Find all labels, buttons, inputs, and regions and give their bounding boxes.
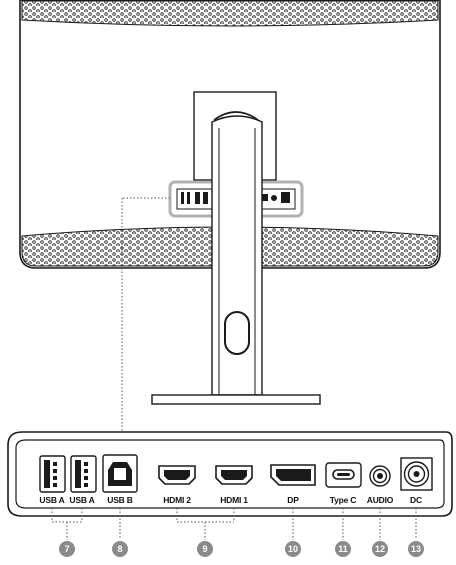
stand-base: [151, 394, 321, 405]
callout-12: 12: [372, 541, 388, 557]
svg-text:10: 10: [288, 544, 298, 554]
hdmi-1-port: [215, 465, 253, 485]
displayport-port: [270, 464, 316, 486]
label-usb-a-2: USB A: [69, 495, 94, 505]
callout-8: 8: [112, 541, 128, 557]
zoom-leader: [121, 197, 170, 435]
svg-text:13: 13: [411, 544, 421, 554]
label-hdmi-2: HDMI 2: [163, 495, 191, 505]
monitor-stand: [151, 115, 321, 405]
callout-10: 10: [285, 541, 301, 557]
usb-a-port-2: [70, 455, 97, 493]
svg-text:7: 7: [64, 544, 69, 554]
callout-badges: 7 8 9 10 11 12 13: [59, 541, 424, 557]
callout-leaders: [51, 508, 417, 540]
usb-a-port-1: [39, 455, 66, 493]
callout-11: 11: [335, 541, 351, 557]
port-detail-panel: USB A USB A USB B HDMI 2 HDMI 1 DP Type …: [7, 431, 453, 517]
label-type-c: Type C: [330, 495, 357, 505]
callout-9: 9: [197, 541, 213, 557]
dc-power-port: [400, 457, 433, 491]
svg-text:11: 11: [338, 544, 348, 554]
svg-text:12: 12: [375, 544, 385, 554]
label-audio: AUDIO: [367, 495, 394, 505]
svg-text:9: 9: [202, 544, 207, 554]
svg-text:8: 8: [117, 544, 122, 554]
label-usb-a-1: USB A: [39, 495, 64, 505]
label-usb-b: USB B: [107, 495, 133, 505]
top-vent-band: [21, 0, 439, 27]
port-labels: USB A USB A USB B HDMI 2 HDMI 1 DP Type …: [39, 495, 422, 505]
usb-type-c-port: [325, 462, 362, 488]
rear-port-glyphs: [181, 192, 290, 204]
mount-hinge: [213, 111, 259, 121]
label-hdmi-1: HDMI 1: [220, 495, 248, 505]
callout-13: 13: [408, 541, 424, 557]
label-dc: DC: [410, 495, 422, 505]
usb-b-port: [102, 454, 138, 493]
callout-7: 7: [59, 541, 75, 557]
hdmi-2-port: [158, 465, 196, 485]
cable-management-hole: [224, 311, 250, 355]
label-dp: DP: [287, 495, 299, 505]
audio-jack: [369, 465, 391, 487]
